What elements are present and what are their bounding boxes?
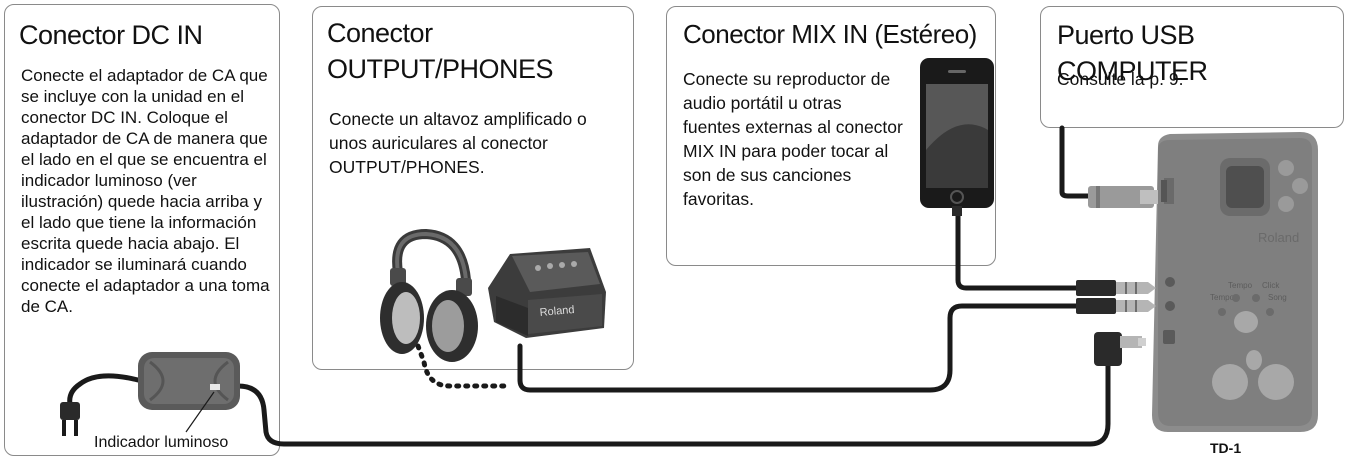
usb-computer-callout: Puerto USB COMPUTER Consulte la p. 9. (1040, 6, 1344, 128)
td1-knob-label: Click (1262, 281, 1280, 290)
td1-module: Roland Tempo Click Tempo Song (1152, 132, 1318, 432)
dc-in-title: Conector DC IN (19, 20, 203, 50)
headphones (380, 228, 478, 362)
ac-adapter (60, 352, 240, 436)
dc-in-callout: Conector DC IN Conecte el adaptador de C… (4, 4, 280, 456)
device-label: TD-1 (1210, 440, 1242, 456)
output-phones-description: Conecte un altavoz amplificado o unos au… (329, 109, 587, 177)
td1-brand-logo: Roland (1258, 230, 1299, 245)
dc-plug (1094, 332, 1146, 366)
output-plug (1076, 298, 1156, 314)
td1-knob-label: Tempo (1210, 293, 1235, 302)
amp-brand-logo: Roland (539, 304, 575, 319)
smartphone (920, 58, 994, 216)
amplifier: Roland (488, 248, 606, 338)
indicator-light-label: Indicador luminoso (94, 434, 229, 451)
usb-computer-description: Consulte la p. 9. (1057, 69, 1184, 89)
usb-plug (1088, 186, 1158, 208)
indicator-light (210, 384, 220, 390)
mix-in-plug (1076, 280, 1156, 296)
output-phones-title: Conector OUTPUT/PHONES (327, 18, 554, 85)
td1-knob-label: Tempo (1228, 281, 1253, 290)
mix-in-description: Conecte su reproductor de audio portátil… (683, 69, 903, 209)
usb-computer-title: Puerto USB COMPUTER (1057, 20, 1208, 87)
td1-knob-label: Song (1268, 293, 1287, 302)
mix-in-title: Conector MIX IN (Estéreo) (683, 19, 977, 49)
dc-in-description: Conecte el adaptador de CA que se incluy… (21, 66, 270, 316)
